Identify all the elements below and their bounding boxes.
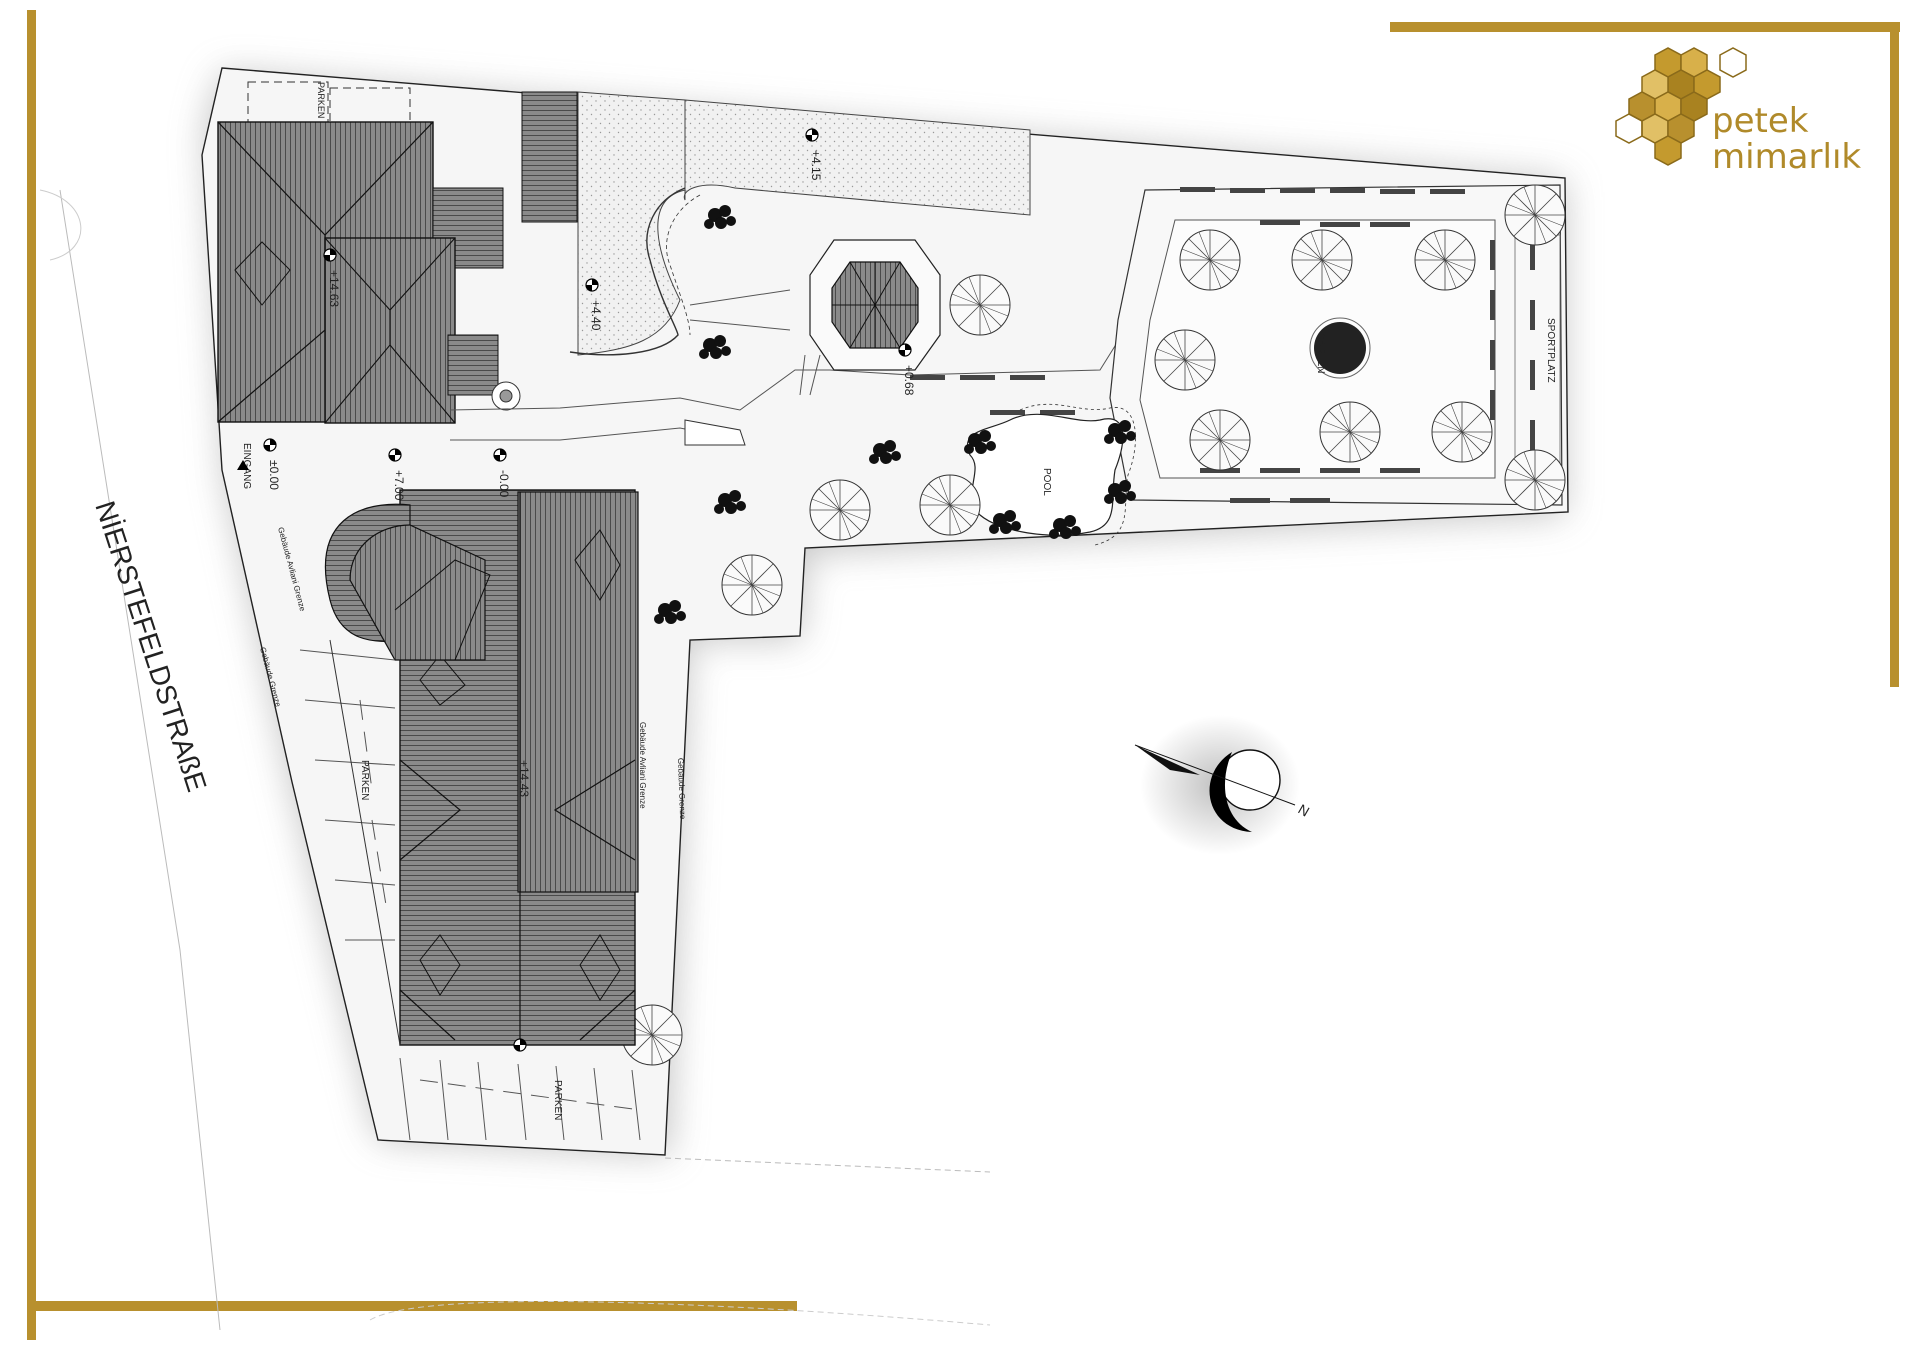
dormer-s-1	[419, 654, 466, 706]
level-court-a: +4.40	[589, 300, 603, 331]
garden-benches	[910, 187, 1535, 503]
logo-line2: mimarlık	[1712, 137, 1861, 177]
fountain-center	[499, 389, 513, 403]
dormer-s-2	[574, 529, 621, 601]
parking-bays	[299, 649, 641, 1141]
garden-center-ring	[1309, 317, 1371, 379]
gazebo-ridges	[832, 261, 918, 349]
building-north-step	[447, 334, 499, 396]
label-sportplatz: SPORTPLATZ	[1545, 318, 1556, 383]
compass-needle	[1134, 744, 1296, 806]
frame-top	[1390, 22, 1900, 32]
label-garten: GARTEN	[1315, 332, 1326, 374]
frame-left	[27, 10, 36, 1340]
street-edge-lower	[369, 1301, 991, 1326]
stair-top	[521, 91, 578, 223]
dormer-s-4	[579, 934, 621, 1001]
path-gazebo-in	[689, 289, 821, 396]
street-edge-curve	[39, 189, 82, 261]
garden-center-planter	[1314, 322, 1366, 374]
level-step: +7.00	[392, 470, 406, 501]
frame-right	[1890, 22, 1899, 687]
eingang-arrow	[237, 460, 249, 470]
compass-crescent	[1209, 752, 1252, 832]
court-dotted-b	[683, 99, 1031, 216]
compass	[1134, 744, 1296, 832]
street-edge-bottom	[664, 1157, 991, 1173]
court-dotted-a	[577, 91, 686, 356]
frame	[27, 10, 1900, 1340]
pool	[967, 413, 1124, 536]
building-south	[324, 489, 639, 1046]
building-north-annex-ridges	[324, 237, 456, 424]
dormer-s-3	[419, 934, 461, 996]
label-pool: POOL	[1041, 468, 1052, 496]
compass-arrow	[1135, 745, 1200, 775]
dormer-north-1	[234, 241, 291, 306]
building-south-line	[329, 639, 401, 1046]
level-court-b: +4.15	[809, 150, 823, 181]
level-entry: ±0.00	[267, 460, 281, 490]
building-north	[217, 121, 504, 424]
gazebo	[809, 239, 941, 371]
pool-edge	[1019, 403, 1136, 546]
level-path: -0.00	[497, 470, 511, 498]
compass-label: N	[1296, 801, 1313, 820]
building-south-ridges	[399, 492, 636, 1045]
label-grenze-3: Gebäude Avliani Grenze	[638, 722, 647, 809]
building-south-east	[517, 491, 639, 893]
label-parken-bottom: PARKEN	[552, 1080, 563, 1120]
frame-bottom	[27, 1301, 797, 1311]
logo: petek mimarlık	[1615, 47, 1861, 177]
court-arc	[569, 187, 686, 356]
hexagon-icon	[1615, 47, 1747, 166]
level-roof-north: +14.63	[327, 270, 341, 307]
label-parken-mid: PARKEN	[359, 760, 370, 800]
level-garden: +0.68	[902, 365, 916, 396]
logo-line1: petek	[1712, 101, 1809, 141]
level-roof-south: +14.43	[517, 760, 531, 797]
street-name: NİERSTEFELDSTRAßE	[89, 497, 212, 795]
path-main	[449, 329, 1126, 411]
street-edge-left	[59, 189, 221, 1331]
path-steps	[684, 419, 746, 446]
label-parken-top: PARKEN	[316, 82, 326, 118]
rotunda-roof	[349, 524, 486, 661]
rotunda-ridge	[394, 559, 491, 661]
label-grenze-4: Gebäude Grenze	[676, 758, 687, 820]
parking-top-2	[329, 87, 411, 123]
